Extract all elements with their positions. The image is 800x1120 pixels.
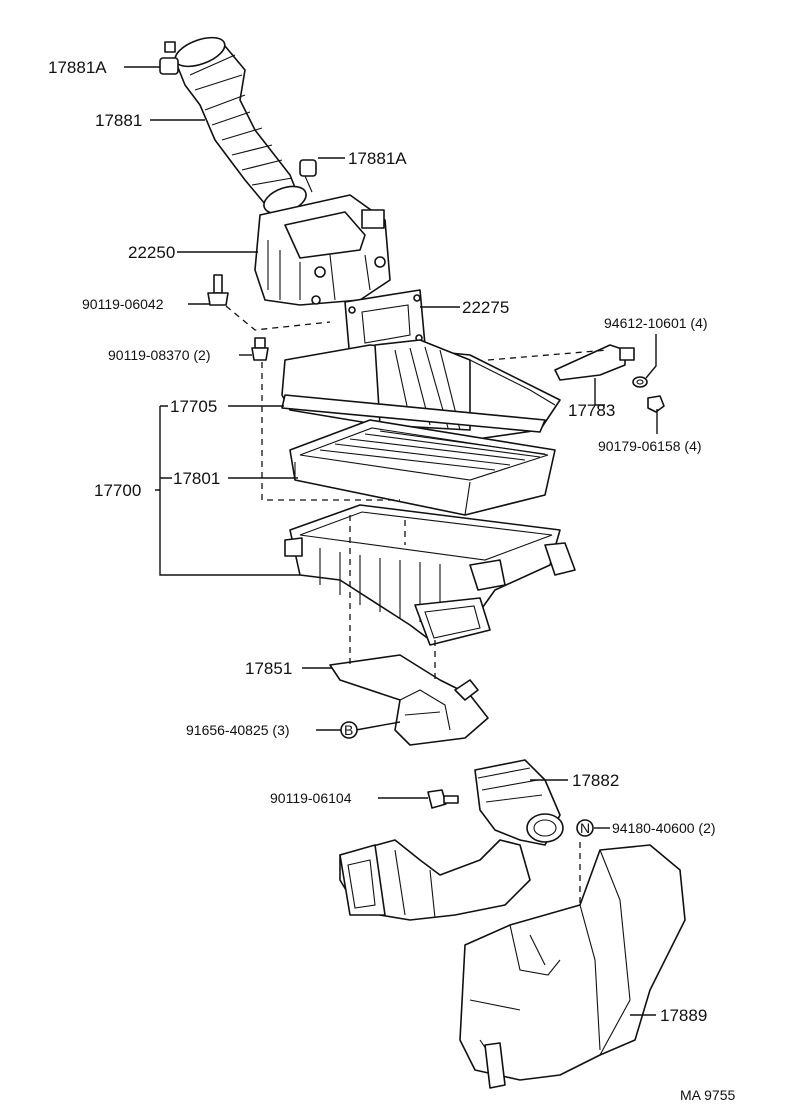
- filter-element-17801: [289, 419, 556, 516]
- label-17801: 17801: [173, 469, 220, 488]
- label-17881a-upper: 17881A: [48, 58, 107, 77]
- label-circle-b: B: [344, 722, 353, 738]
- assembly-guide-lines: [225, 305, 609, 905]
- hose-clamp-lower: [299, 159, 317, 193]
- bolt-90119-08370: [251, 337, 269, 361]
- label-94612-10601: 94612-10601 (4): [604, 315, 708, 331]
- label-22250: 22250: [128, 243, 175, 262]
- hose-clamp-upper: [159, 41, 179, 75]
- label-90119-08370: 90119-08370 (2): [108, 347, 210, 363]
- label-17889: 17889: [660, 1006, 707, 1025]
- intake-connector-17882: [474, 759, 564, 846]
- label-90119-06104: 90119-06104: [270, 790, 352, 806]
- bolt-90119-06042: [207, 274, 229, 306]
- resonator-17889: [459, 844, 686, 1089]
- air-cleaner-cap-17705: [281, 339, 561, 441]
- air-hose-17881: [174, 36, 307, 215]
- circle-b-marker: [340, 721, 358, 739]
- label-90179-06158: 90179-06158 (4): [598, 438, 702, 454]
- label-90119-06042: 90119-06042: [82, 296, 164, 312]
- bracket-17783: [554, 344, 635, 381]
- intake-duct: [339, 839, 531, 921]
- label-17881: 17881: [95, 111, 142, 130]
- label-17700: 17700: [94, 481, 141, 500]
- label-91656-40825: 91656-40825 (3): [186, 722, 290, 738]
- diagram-code: MA 9755: [680, 1087, 735, 1103]
- label-17705: 17705: [170, 397, 217, 416]
- circle-n-marker: [576, 819, 594, 837]
- air-cleaner-case-17700: [284, 504, 576, 646]
- label-94180-40600: 94180-40600 (2): [612, 820, 716, 836]
- nut-90179-06158: [647, 395, 665, 413]
- bracket-17851: [329, 654, 489, 746]
- label-circle-n: N: [580, 820, 590, 836]
- bolt-90119-06104: [427, 789, 459, 809]
- label-17783: 17783: [568, 401, 615, 420]
- leader-lines: [124, 66, 658, 1016]
- label-17881a-lower: 17881A: [348, 149, 407, 168]
- part-labels: 17881A 17881 17881A 22250 90119-06042 22…: [48, 58, 735, 1103]
- label-17882: 17882: [572, 771, 619, 790]
- label-22275: 22275: [462, 298, 509, 317]
- air-flow-meter-22250: [254, 194, 391, 306]
- label-17851: 17851: [245, 659, 292, 678]
- washer-94612-10601: [632, 376, 648, 388]
